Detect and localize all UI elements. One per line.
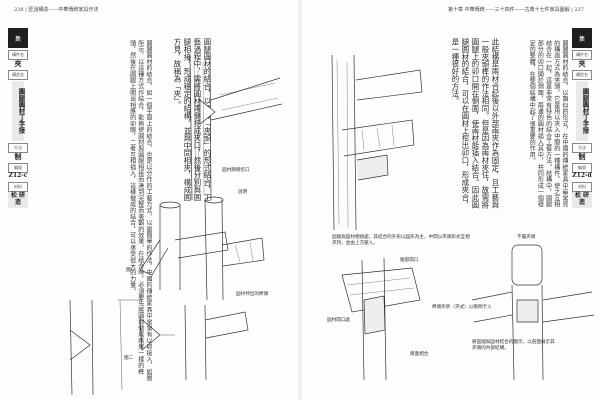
sidebar-type-label: 構造名 [572,70,592,81]
right-page: 第十章 中華傳統——三十四件——古典十七件家具圖解 | 237 集 構件名 夾 … [302,0,600,400]
sidebar-code-value: Z12-c [8,172,28,180]
sidebar-code-value: Z12-d [572,172,592,180]
sidebar-code-label: 編號 [572,163,592,174]
joint-drawing-mid [139,196,265,301]
sidebar-tab: 集 [8,28,28,48]
right-handwritten-note: 此結構是兩材合起後以外部兩夾作為固定，且工藝與一般夾頭榫的作法相同。但是因為兩材… [451,38,500,209]
sidebar-name-label: 構件名 [572,50,592,60]
left-caption-note2: 圓材伸出的榫頭 [236,292,269,297]
right-body-text: 圓腿圓材的結合，以類似的形式，在中國的傳統家具中最常見的構造方式為夾頭，它是用以… [528,40,568,208]
sidebar-material-label: 材料 [572,181,592,192]
right-caption-label4: 圓材開口處 [327,318,350,323]
sidebar-name-value: 夾 [14,59,22,68]
sidebar-method-label: 方法 [572,143,592,154]
book-gutter [298,0,302,400]
right-caption-label3: 榫頭形狀（夾式）以兩側卡入 [432,305,492,310]
sidebar-method-label: 方法 [8,143,28,154]
right-caption-center: 圓腿與圓材相接處，其結合的外形以圓形為主，中間以夾頭形式互相夾持，並由上方壓入。 [332,235,470,246]
left-drawings [69,54,283,396]
sidebar-method-value: 制 [14,152,22,162]
sidebar-type-label: 構造名 [8,70,28,81]
joint-drawing-bottom-right [471,244,595,381]
right-caption-label2: 腿部開口 [400,258,419,263]
left-page-header: 238 | 匠說構造——中華傳統家具作法 [14,7,99,13]
joint-drawing-bottom [69,299,249,396]
sidebar-method-value: 制 [578,152,586,162]
left-page: 238 | 匠說構造——中華傳統家具作法 集 構件名 夾 構造名 圓腿圓材丁字接… [0,0,298,400]
sidebar-type-value: 圓腿圓材丁字接 [12,81,25,142]
sidebar-type-value: 圓腿圓材丁字接 [576,81,589,142]
sidebar-code-label: 編號 [8,163,28,174]
left-handwritten-note: 圓腿圓材的結合，以類似「夾頭」的形式結合，工藝過程中，需將圓材兩側挖成夾口，然後… [173,38,212,201]
left-body-text: 圓腿圓材的結合，如一個平面上的結合，也是以分作的工藝方式，以最簡單的作法，中國的… [128,40,152,381]
left-caption-note1: 圓材兩側挖口 [222,168,250,173]
sidebar-name-label: 構件名 [8,50,28,60]
joint-drawing-bottom-left [341,257,421,381]
right-caption-label1: 不露夾頭 [517,235,536,240]
right-drawings [331,54,595,381]
left-caption-fig3: 圖二 [124,356,134,361]
right-sidebar: 集 構件名 夾 構造名 圓腿圓材丁字接 方法 制 編號 Z12-d 材料 松 研… [572,28,592,208]
sidebar-material-label: 材料 [8,181,28,192]
right-page-header: 第十章 中華傳統——三十四件——古典十七件家具圖解 | 237 [448,7,584,13]
joint-drawing-top [189,54,283,201]
left-caption-fig2: 圖一 [126,268,136,273]
sidebar-material-value: 松 研造 [572,191,592,208]
right-caption-label5: 兩面相合 [410,352,429,357]
right-caption-bottom: 將圓腿與圓材結合的圖示，以剖面展示其夾頭的內部結構。 [472,340,555,351]
left-caption-fig1: 說明 [238,190,248,195]
joint-drawing-top [331,54,423,231]
sidebar-tab: 集 [572,28,592,48]
sidebar-material-value: 松 研造 [8,191,28,208]
left-sidebar: 集 構件名 夾 構造名 圓腿圓材丁字接 方法 制 編號 Z12-c 材料 松 研… [8,28,28,208]
sidebar-name-value: 夾 [578,59,586,68]
